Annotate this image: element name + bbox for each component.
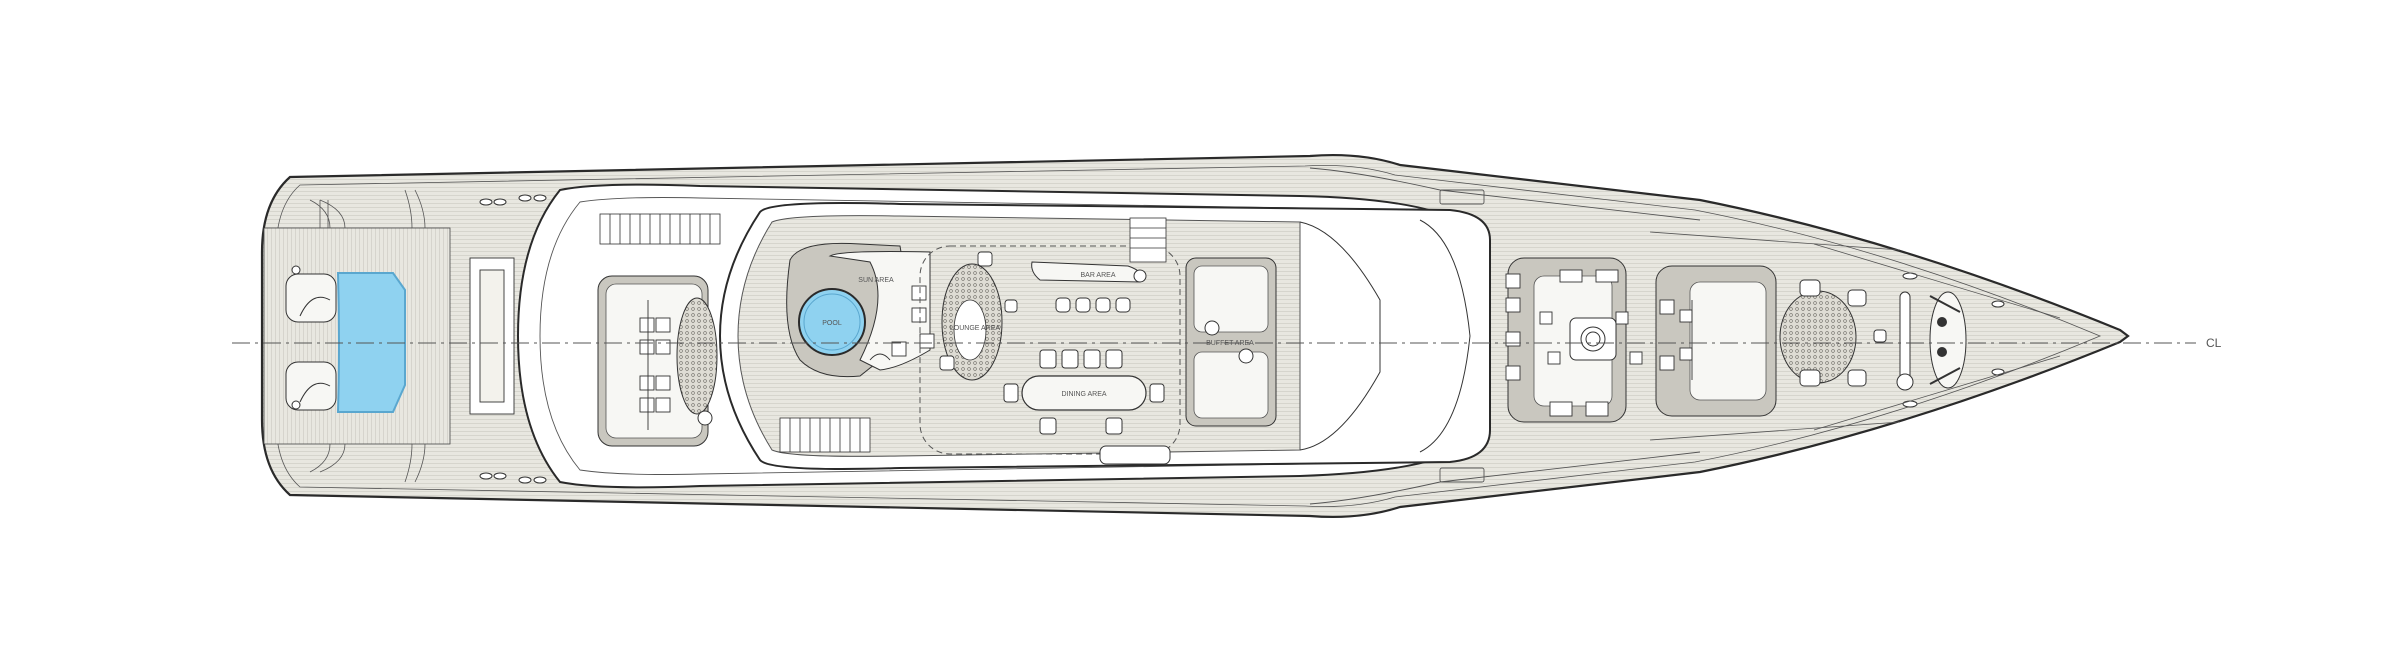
bollard — [291, 400, 301, 410]
lounge-area-label: LOUNGE AREA — [950, 325, 1001, 332]
round-table — [697, 410, 713, 426]
davit — [1099, 445, 1171, 465]
cleat — [479, 194, 547, 484]
bow-chairs — [1799, 279, 1887, 387]
aft-stairs-top — [599, 213, 721, 245]
sun-area-pads — [828, 251, 931, 371]
foredeck-chairs — [1505, 269, 1643, 417]
bow-chairs — [1659, 299, 1693, 380]
sun-deck-stairs — [779, 417, 871, 453]
bollard — [291, 265, 301, 275]
mesh-daybed — [676, 297, 718, 415]
bimini-outline — [919, 245, 1181, 455]
bar-sink — [1133, 269, 1147, 283]
main-deck-aft-lounge — [597, 275, 709, 447]
bow-deck-lines — [1649, 231, 2061, 441]
aft-steps — [319, 200, 329, 228]
bow-mesh-daybed — [1779, 290, 1857, 384]
dining-chairs — [1003, 349, 1165, 435]
lounge-chairs — [939, 251, 1018, 371]
windshield — [1419, 219, 1471, 453]
foredeck-table — [1569, 317, 1617, 361]
sun-deck-chairs — [869, 285, 935, 361]
windlass — [1896, 291, 1967, 391]
pool-label: POOL — [822, 320, 842, 327]
windshield — [1299, 221, 1381, 451]
centerline-label: CL — [2206, 336, 2222, 350]
sun-area-label: SUN AREA — [858, 277, 894, 284]
bow-lounge — [1655, 265, 1777, 417]
side-stairs — [469, 257, 515, 415]
lounge-table — [953, 299, 987, 361]
aft-lounge-chair — [285, 273, 337, 323]
dining-table — [1021, 375, 1147, 411]
buffet-table — [1238, 348, 1254, 364]
pool — [798, 288, 866, 356]
bar-area-label: BAR AREA — [1080, 272, 1115, 279]
buffet-table — [1204, 320, 1220, 336]
bar-stools — [1055, 297, 1131, 313]
hull-fairings — [1309, 167, 1701, 505]
pool-rim — [803, 293, 861, 351]
aft-lounge-chair — [285, 361, 337, 411]
dining-area-label: DINING AREA — [1061, 391, 1106, 398]
forward-stairs — [1129, 217, 1167, 263]
buffet-area — [1185, 257, 1277, 427]
